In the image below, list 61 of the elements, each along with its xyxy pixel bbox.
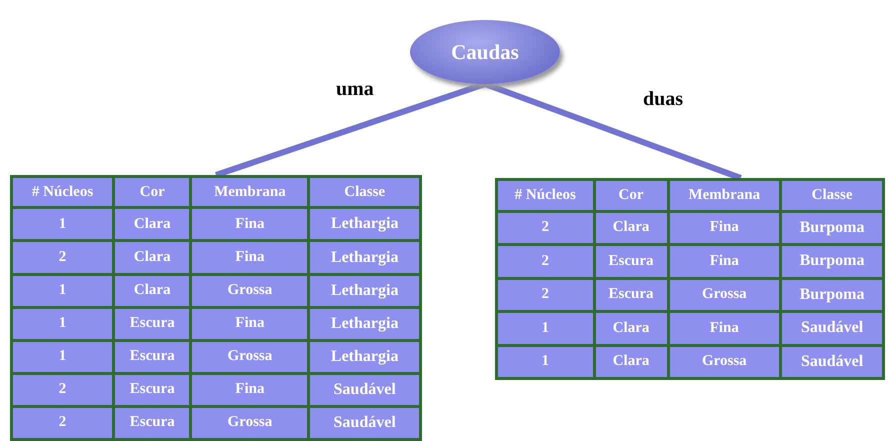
header-cell: Classe bbox=[782, 181, 882, 210]
table-cell: Lethargia bbox=[310, 342, 419, 372]
table-cell: 1 bbox=[13, 209, 112, 240]
table-cell: Clara bbox=[596, 346, 667, 377]
table-cell: Lethargia bbox=[310, 308, 419, 339]
data-table bbox=[495, 178, 885, 380]
table-cell: Saudável bbox=[782, 313, 882, 344]
table-cell: Escura bbox=[115, 408, 190, 438]
table-cell: Clara bbox=[115, 276, 190, 306]
table-cell: Fina bbox=[192, 209, 308, 240]
table-cell: Burpoma bbox=[782, 246, 882, 277]
connector-line bbox=[215, 81, 486, 178]
table-cell: Fina bbox=[192, 242, 308, 273]
table-cell: Escura bbox=[596, 280, 667, 310]
table-cell: Lethargia bbox=[310, 209, 419, 240]
table-cell: 1 bbox=[498, 346, 593, 377]
table-cell: Lethargia bbox=[310, 242, 419, 273]
table-cell: Lethargia bbox=[310, 276, 419, 306]
table-cell: Burpoma bbox=[782, 212, 882, 244]
table-cell: 2 bbox=[13, 242, 112, 273]
table-cell: Fina bbox=[192, 308, 308, 339]
table-cell: Clara bbox=[596, 313, 667, 344]
connector-line bbox=[484, 81, 742, 181]
header-cell: Membrana bbox=[670, 181, 780, 210]
table-cell: Grossa bbox=[192, 276, 308, 306]
table-cell: Grossa bbox=[192, 342, 308, 372]
table-cell: Saudável bbox=[782, 346, 882, 377]
table-cell: Fina bbox=[670, 246, 780, 277]
table-cell: Fina bbox=[670, 212, 780, 244]
table-cell: Clara bbox=[115, 242, 190, 273]
table-cell: Grossa bbox=[670, 346, 780, 377]
table-cell: Clara bbox=[115, 209, 190, 240]
table-cell: Fina bbox=[670, 313, 780, 344]
header-cell: # Núcleos bbox=[498, 181, 593, 210]
table-cell: Escura bbox=[115, 342, 190, 372]
table-cell: Fina bbox=[192, 374, 308, 405]
table-cell: Saudável bbox=[310, 374, 419, 405]
table-cell: 2 bbox=[13, 408, 112, 438]
table-cell: Burpoma bbox=[782, 280, 882, 310]
header-cell: Membrana bbox=[192, 178, 308, 206]
table-cell: Grossa bbox=[192, 408, 308, 438]
table-cell: 2 bbox=[498, 280, 593, 310]
table-cell: Escura bbox=[596, 246, 667, 277]
header-cell: Classe bbox=[310, 178, 419, 206]
data-table bbox=[10, 175, 422, 441]
table-cell: Escura bbox=[115, 308, 190, 339]
header-cell: Cor bbox=[115, 178, 190, 206]
table-cell: 2 bbox=[13, 374, 112, 405]
table-cell: 1 bbox=[13, 276, 112, 306]
table-cell: 2 bbox=[498, 212, 593, 244]
table-cell: Saudável bbox=[310, 408, 419, 438]
table-cell: 1 bbox=[13, 342, 112, 372]
header-cell: Cor bbox=[596, 181, 667, 210]
node-text: Caudas bbox=[451, 40, 519, 64]
table-cell: 2 bbox=[498, 246, 593, 277]
header-cell: # Núcleos bbox=[13, 178, 112, 206]
table-cell: 1 bbox=[13, 308, 112, 339]
table-cell: 1 bbox=[498, 313, 593, 344]
table-cell: Escura bbox=[115, 374, 190, 405]
table-cell: Clara bbox=[596, 212, 667, 244]
table-cell: Grossa bbox=[670, 280, 780, 310]
